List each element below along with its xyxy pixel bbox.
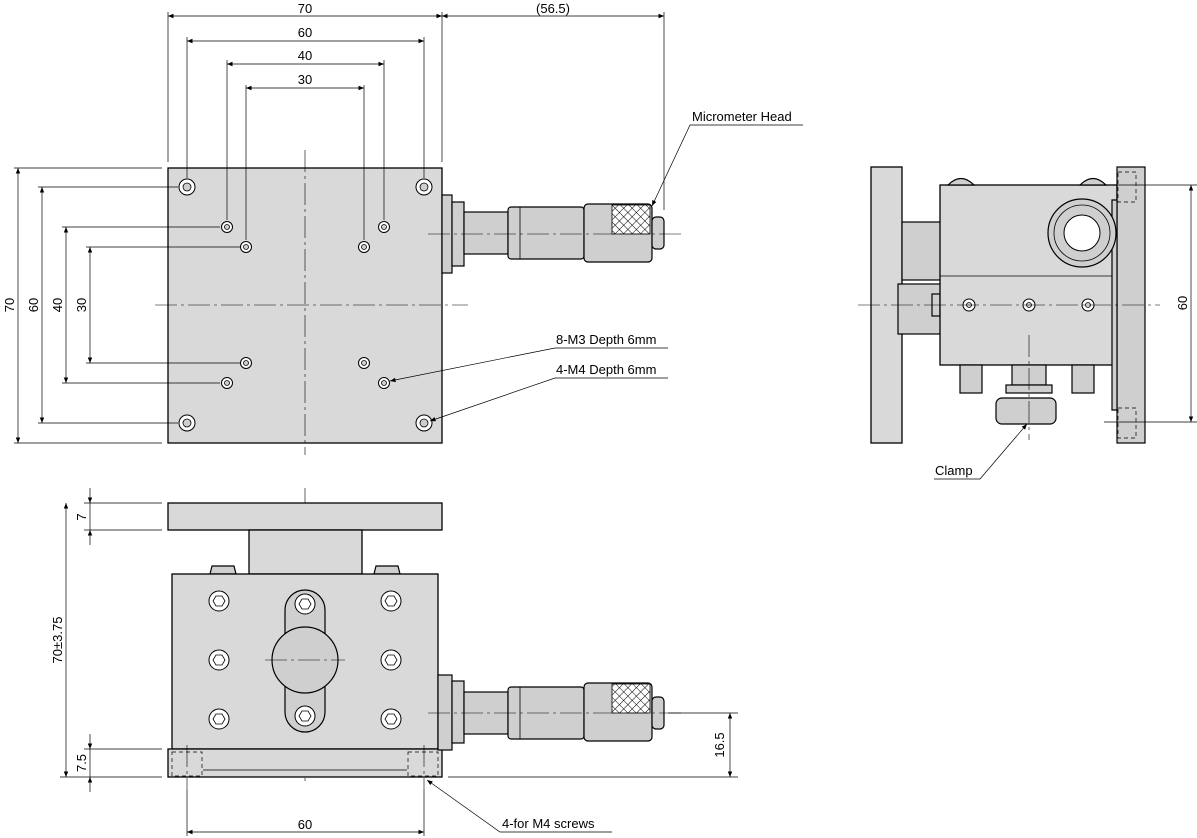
callout-micrometer-head: Micrometer Head xyxy=(692,109,792,124)
dim-top-hole-pitch-outer: 60 xyxy=(298,25,312,40)
side-view: 60 Clamp xyxy=(858,166,1197,480)
dim-front-base-thickness: 7.5 xyxy=(74,754,89,772)
callout-clamp: Clamp xyxy=(935,463,973,478)
dim-front-screw-pitch: 60 xyxy=(298,817,312,832)
hex-screws xyxy=(208,590,402,730)
dim-top-micrometer: (56.5) xyxy=(536,1,570,16)
dim-front-plate-thickness: 7 xyxy=(74,513,89,520)
dim-side-height: 60 xyxy=(1175,296,1190,310)
dim-left-hole-pitch-mid: 40 xyxy=(50,298,65,312)
dim-left-hole-pitch-outer: 60 xyxy=(26,298,41,312)
callout-screws: 4-for M4 screws xyxy=(502,816,595,831)
dim-top-width: 70 xyxy=(298,1,312,16)
dim-left-hole-pitch-inner: 30 xyxy=(74,298,89,312)
dim-top-hole-pitch-inner: 30 xyxy=(298,72,312,87)
m3-holes xyxy=(221,221,390,389)
dim-front-total-height: 70±3.75 xyxy=(50,617,65,664)
micrometer-head-front xyxy=(428,674,684,751)
callout-m3-holes: 8-M3 Depth 6mm xyxy=(556,332,656,347)
top-view: 70 (56.5) 60 40 30 70 60 40 30 Micromete… xyxy=(2,1,803,455)
dim-top-hole-pitch-mid: 40 xyxy=(298,48,312,63)
dim-front-micrometer-height: 16.5 xyxy=(712,732,727,757)
dim-left-height: 70 xyxy=(2,298,17,312)
front-view: 7 70±3.75 7.5 16.5 60 4-for M4 screws xyxy=(50,488,738,836)
m4-holes xyxy=(178,178,433,432)
micrometer-head-top xyxy=(428,194,684,274)
callout-m4-holes: 4-M4 Depth 6mm xyxy=(556,362,656,377)
